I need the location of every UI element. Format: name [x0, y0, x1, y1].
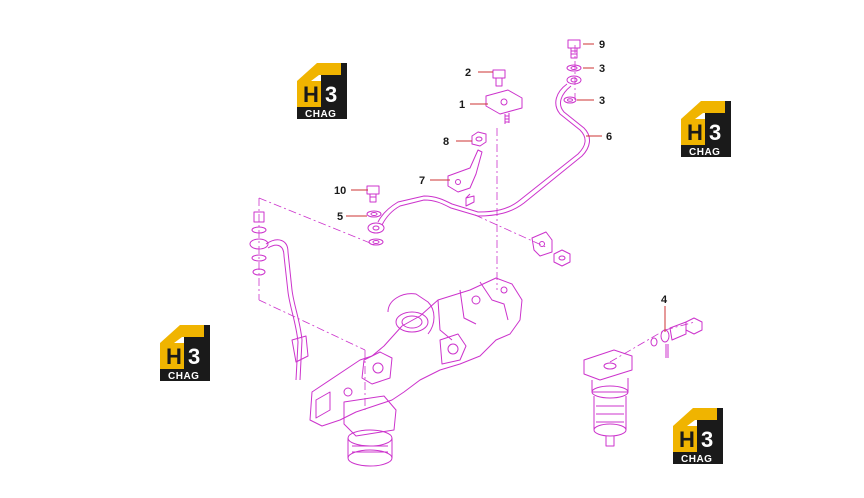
callout-6: 6 — [606, 131, 612, 143]
logo-letter-h: H — [687, 120, 703, 145]
callout-3: 3 — [599, 95, 605, 107]
left-pipe — [249, 211, 309, 381]
logo-word: CHAG — [168, 371, 199, 382]
callouts: 9 3 3 2 1 6 8 7 10 5 4 — [334, 39, 668, 306]
logo-letter-3: 3 — [701, 427, 713, 452]
washer-3b — [563, 96, 577, 104]
logo-letter-3: 3 — [188, 344, 200, 369]
intake-manifold — [309, 277, 523, 427]
callout-7: 7 — [419, 175, 425, 187]
callout-3: 3 — [599, 63, 605, 75]
nut-8 — [471, 131, 487, 147]
watermark-logo-1: H 3 CHAG — [297, 63, 347, 120]
bolt-9 — [567, 39, 581, 59]
fuel-filter-right — [583, 349, 633, 447]
filter-housing-left — [343, 395, 397, 467]
fitting-4 — [650, 317, 703, 358]
pipe-clip — [531, 231, 571, 267]
callout-5: 5 — [337, 211, 343, 223]
washer-3a — [566, 64, 582, 72]
logo-word: CHAG — [689, 147, 720, 158]
callout-10: 10 — [334, 185, 346, 197]
watermark-logo-3: H 3 CHAG — [160, 325, 210, 382]
washer-5 — [366, 210, 382, 218]
line-art — [249, 39, 703, 467]
banjo-fitting-lower — [367, 222, 385, 234]
fuel-pipe-6 — [377, 83, 590, 226]
logo-letter-h: H — [679, 427, 695, 452]
callout-1: 1 — [459, 99, 465, 111]
leader-lines — [346, 43, 666, 332]
banjo-fitting — [566, 75, 582, 85]
clamp-7 — [447, 149, 483, 207]
logo-letter-h: H — [303, 82, 319, 107]
bracket-1 — [485, 89, 523, 124]
callout-8: 8 — [443, 136, 449, 148]
logo-word: CHAG — [305, 109, 336, 120]
logo-letter-3: 3 — [325, 82, 337, 107]
callout-9: 9 — [599, 39, 605, 51]
watermark-logo-4: H 3 CHAG — [673, 408, 723, 465]
callout-4: 4 — [661, 294, 668, 306]
bolt-10 — [366, 185, 380, 203]
bolt-2 — [492, 69, 506, 87]
logo-letter-h: H — [166, 344, 182, 369]
callout-2: 2 — [465, 67, 471, 79]
logo-word: CHAG — [681, 454, 712, 465]
watermark-logo-2: H 3 CHAG — [681, 101, 731, 158]
logo-letter-3: 3 — [709, 120, 721, 145]
